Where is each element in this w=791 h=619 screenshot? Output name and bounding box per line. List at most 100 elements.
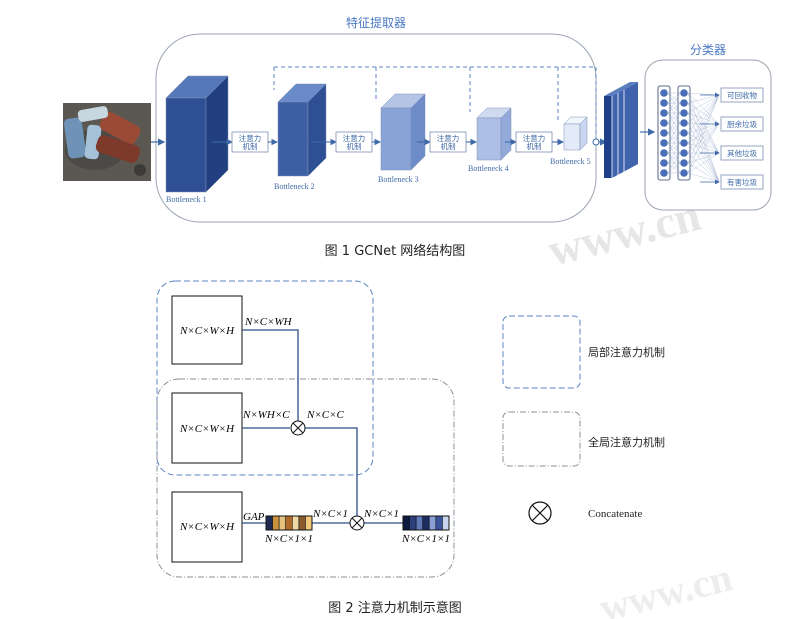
bottleneck-4-label: Bottleneck 4 xyxy=(468,164,509,173)
watermark-top: www.cn xyxy=(543,189,705,276)
attention-box-1-label-1: 注意力 xyxy=(239,133,262,143)
attention-box-3: 注意力机制 xyxy=(417,131,478,153)
neuron-1-7 xyxy=(680,159,688,167)
class-output-2-label: 厨余垃圾 xyxy=(727,119,757,129)
figure1-caption: 图 1 GCNet 网络结构图 xyxy=(325,243,466,259)
branch1-line xyxy=(242,329,299,421)
class-output-3: 其他垃圾 xyxy=(687,92,764,174)
neuron-0-3 xyxy=(660,119,668,127)
neuron-1-0 xyxy=(680,89,688,97)
bar2-segment-2 xyxy=(415,515,424,531)
legend-local-swatch xyxy=(502,315,581,389)
neuron-0-7 xyxy=(660,159,668,167)
mid-label-right: N×C×1 xyxy=(363,508,399,520)
bar2-segment-5 xyxy=(435,515,443,531)
bottleneck-2: Bottleneck 2 xyxy=(274,83,327,191)
neuron-1-1 xyxy=(680,99,688,107)
feature-extractor-frame xyxy=(155,33,597,223)
local-attention-frame xyxy=(156,280,374,476)
attention-box-4-label-2: 机制 xyxy=(527,141,542,151)
branch2-label-right: N×C×C xyxy=(306,409,345,421)
feature-block-3 xyxy=(171,491,243,563)
bottleneck-1: Bottleneck 1 xyxy=(165,75,229,204)
gap-vector-bar xyxy=(265,515,313,531)
bar2-bottom-label: N×C×1×1 xyxy=(401,533,450,545)
bottleneck-4: Bottleneck 4 xyxy=(468,107,512,173)
bottleneck-3: Bottleneck 3 xyxy=(378,93,426,184)
neuron-1-6 xyxy=(680,149,688,157)
bottleneck-1-label: Bottleneck 1 xyxy=(166,195,207,204)
skip-connections xyxy=(273,66,597,142)
classifier-label: 分类器 xyxy=(690,43,726,57)
bottleneck-5-label: Bottleneck 5 xyxy=(550,157,591,166)
bar1-segment-1 xyxy=(272,515,280,531)
concat-node-2 xyxy=(349,515,365,531)
bar1-segment-3 xyxy=(285,515,293,531)
neuron-0-0 xyxy=(660,89,668,97)
bar1-segment-2 xyxy=(278,515,287,531)
neuron-1-2 xyxy=(680,109,688,117)
neuron-1-5 xyxy=(680,139,688,147)
legend-concat-icon xyxy=(528,501,552,525)
branch2-label-left: N×WH×C xyxy=(242,409,290,421)
bottleneck-5: Bottleneck 5 xyxy=(550,116,591,166)
fc-layers xyxy=(657,85,691,181)
attention-box-2-label-2: 机制 xyxy=(347,141,362,151)
neuron-0-8 xyxy=(660,169,668,177)
feature-block-3-label: N×C×W×H xyxy=(179,521,235,533)
attention-vector-bar xyxy=(402,515,450,531)
legend-concat-label: Concatenate xyxy=(588,508,642,520)
bar2-segment-6 xyxy=(442,515,450,531)
bar1-segment-4 xyxy=(291,515,300,531)
neuron-1-3 xyxy=(680,119,688,127)
legend-local-label: 局部注意力机制 xyxy=(588,345,665,359)
feature-map-stack xyxy=(604,82,638,178)
watermark-bottom: www.cn xyxy=(595,554,736,619)
class-output-1: 可回收物 xyxy=(687,87,764,174)
neuron-0-1 xyxy=(660,99,668,107)
sum-node xyxy=(592,138,600,146)
classifier-frame xyxy=(644,59,772,211)
bar1-segment-5 xyxy=(298,515,306,531)
attention-box-3-label-2: 机制 xyxy=(441,141,456,151)
neuron-0-2 xyxy=(660,109,668,117)
neuron-0-5 xyxy=(660,139,668,147)
attention-box-1-label-2: 机制 xyxy=(243,141,258,151)
merge1-line xyxy=(305,427,358,516)
class-output-4: 有害垃圾 xyxy=(687,92,764,190)
feature-block-1 xyxy=(171,295,243,365)
class-output-3-label: 其他垃圾 xyxy=(727,148,757,158)
trash-photo-icon xyxy=(63,103,151,181)
legend-global-label: 全局注意力机制 xyxy=(588,435,665,449)
figure2-caption: 图 2 注意力机制示意图 xyxy=(328,600,462,616)
bar2-segment-3 xyxy=(422,515,430,531)
feature-extractor-label: 特征提取器 xyxy=(346,15,406,30)
bar1-segment-0 xyxy=(265,515,273,531)
concat-node-1 xyxy=(290,420,306,436)
class-output-2: 厨余垃圾 xyxy=(687,92,764,174)
class-output-4-label: 有害垃圾 xyxy=(727,177,757,187)
attention-box-1: 注意力机制 xyxy=(212,131,279,153)
neuron-0-6 xyxy=(660,149,668,157)
legend-global-swatch xyxy=(502,411,581,467)
class-output-1-label: 可回收物 xyxy=(727,90,757,100)
mid-label-left: N×C×1 xyxy=(312,508,348,520)
bottleneck-3-label: Bottleneck 3 xyxy=(378,175,419,184)
branch1-label: N×C×WH xyxy=(244,316,293,328)
neuron-1-8 xyxy=(680,169,688,177)
bar2-segment-0 xyxy=(402,515,410,531)
bar1-bottom-label: N×C×1×1 xyxy=(264,533,313,545)
global-attention-frame xyxy=(156,378,455,578)
bar2-segment-4 xyxy=(428,515,437,531)
attention-box-4: 注意力机制 xyxy=(505,131,565,153)
bottleneck-2-label: Bottleneck 2 xyxy=(274,182,315,191)
neuron-0-4 xyxy=(660,129,668,137)
gap-label: GAP xyxy=(243,511,265,523)
feature-block-1-label: N×C×W×H xyxy=(179,325,235,337)
attention-box-2: 注意力机制 xyxy=(311,131,382,153)
feature-block-2 xyxy=(171,392,243,464)
bar1-segment-6 xyxy=(305,515,313,531)
feature-block-2-label: N×C×W×H xyxy=(179,423,235,435)
